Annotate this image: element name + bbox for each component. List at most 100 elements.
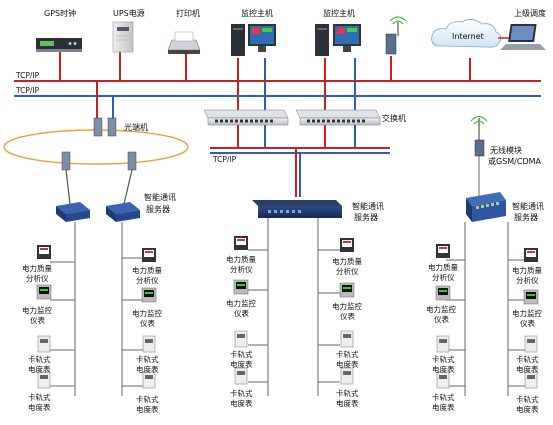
remote-dispatch-label: 上级调度: [514, 8, 546, 18]
tcpip-label-mid: TCP/IP: [212, 155, 237, 164]
din-rail-meter-icon: [436, 371, 450, 389]
right-trunks: [446, 222, 528, 396]
middle-bus: [210, 125, 390, 197]
power-monitor-meter-icon: [523, 289, 539, 305]
din-label-2: 电度表: [432, 402, 455, 412]
din-rail-meter-icon: [524, 335, 538, 353]
din-label-1: 卡轨式: [28, 392, 51, 402]
din-label-2: 电度表: [136, 364, 159, 374]
optical-label: 光端机: [124, 122, 148, 132]
pm-label-1: 电力监控: [22, 305, 52, 315]
pm-label-1: 电力监控: [426, 304, 456, 314]
din-label-1: 卡轨式: [336, 349, 359, 359]
comm-server-mid-label-2: 服务器: [354, 212, 378, 222]
din-label-1: 卡轨式: [432, 392, 455, 402]
comm-server-right-label-2: 服务器: [514, 212, 538, 222]
din-label-2: 电度表: [516, 364, 539, 374]
wireless-label-1: 无线模块: [490, 145, 522, 155]
pq-label-1: 电力质量: [428, 262, 458, 272]
din-rail-meter-icon: [142, 335, 156, 353]
comm-server-right-label-1: 智能通讯: [512, 201, 544, 211]
comm-server-mid-label-1: 智能通讯: [352, 201, 384, 211]
monitor-host-2-label: 监控主机: [323, 8, 355, 18]
wireless-router-icon: [385, 16, 407, 55]
laptop-icon: [500, 24, 546, 50]
din-label-2: 电度表: [230, 398, 253, 408]
din-label-2: 电度表: [336, 398, 359, 408]
printer-icon: [167, 31, 201, 54]
wireless-module-icon: [470, 116, 488, 157]
power-monitor-meter-icon: [233, 279, 249, 295]
pm-label-1: 电力监控: [226, 298, 256, 308]
tcpip-label-top2: TCP/IP: [15, 86, 40, 95]
power-monitor-meter-icon: [141, 287, 157, 303]
wireless-label-2: 或GSM/CDMA: [488, 156, 542, 166]
din-label-2: 电度表: [516, 404, 539, 414]
comm-server-mid-icon: [252, 200, 342, 218]
switch-right-icon: [295, 109, 381, 126]
gps-clock-icon: [36, 38, 82, 52]
pq-label-1: 电力质量: [132, 265, 162, 275]
din-rail-meter-icon: [436, 335, 450, 353]
switch-left-icon: [203, 109, 289, 126]
din-label-1: 卡轨式: [136, 354, 159, 364]
monitor-host-2-icon: [315, 24, 361, 56]
pm-label-2: 仪表: [520, 318, 535, 328]
pm-label-2: 仪表: [340, 311, 355, 321]
pq-label-2: 分析仪: [230, 264, 253, 274]
pm-label-2: 仪表: [30, 315, 45, 325]
comm-server-left-a-icon: [56, 202, 90, 222]
power-monitor-meter-icon: [435, 285, 451, 301]
din-label-1: 卡轨式: [230, 388, 253, 398]
power-quality-analyzer-icon: [37, 245, 51, 259]
power-quality-analyzer-icon: [234, 236, 248, 250]
pq-label-1: 电力质量: [512, 265, 542, 275]
pm-label-1: 电力监控: [132, 308, 162, 318]
ups-icon: [112, 21, 134, 53]
power-quality-analyzer-icon: [340, 238, 354, 252]
pq-label-1: 电力质量: [22, 263, 52, 273]
pm-label-1: 电力监控: [512, 308, 542, 318]
pm-label-2: 仪表: [434, 314, 449, 324]
tcpip-label-top1: TCP/IP: [15, 71, 40, 80]
printer-label: 打印机: [176, 8, 200, 18]
monitor-host-1-label: 监控主机: [241, 8, 273, 18]
din-label-1: 卡轨式: [28, 354, 51, 364]
din-label-2: 电度表: [28, 402, 51, 412]
pq-label-2: 分析仪: [516, 275, 539, 285]
comm-server-right-icon: [466, 192, 506, 222]
ups-label: UPS电源: [113, 8, 145, 18]
switch-label: 交换机: [382, 113, 406, 123]
din-label-1: 卡轨式: [230, 349, 253, 359]
left-trunks: [50, 222, 145, 396]
comm-server-left-b-icon: [106, 202, 140, 222]
din-label-1: 卡轨式: [516, 354, 539, 364]
din-rail-meter-icon: [234, 367, 248, 385]
internet-label: Internet: [452, 32, 484, 41]
optical-transceiver-top-icon: [93, 117, 117, 137]
power-quality-analyzer-icon: [142, 248, 156, 262]
power-quality-analyzer-icon: [436, 244, 450, 258]
din-rail-meter-icon: [340, 367, 354, 385]
din-label-2: 电度表: [230, 359, 253, 369]
din-rail-meter-icon: [142, 371, 156, 389]
gps-label: GPS时钟: [44, 8, 76, 18]
comm-server-left-label-1: 智能通讯: [144, 192, 176, 202]
pq-label-1: 电力质量: [332, 256, 362, 266]
din-label-1: 卡轨式: [516, 394, 539, 404]
monitor-host-1-icon: [231, 24, 276, 56]
power-quality-analyzer-icon: [524, 248, 538, 262]
meter-icons: [36, 236, 539, 389]
din-rail-meter-icon: [234, 330, 248, 348]
pq-label-1: 电力质量: [226, 254, 256, 264]
mid-trunks: [248, 218, 340, 396]
tcpip-buses: TCP/IP TCP/IP: [14, 71, 541, 97]
power-monitor-meter-icon: [36, 284, 52, 300]
din-label-2: 电度表: [432, 364, 455, 374]
pq-label-2: 分析仪: [432, 272, 455, 282]
pm-label-2: 仪表: [140, 318, 155, 328]
optical-transceiver-bottom-icon: [61, 151, 137, 171]
comm-server-left-label-2: 服务器: [146, 204, 170, 214]
